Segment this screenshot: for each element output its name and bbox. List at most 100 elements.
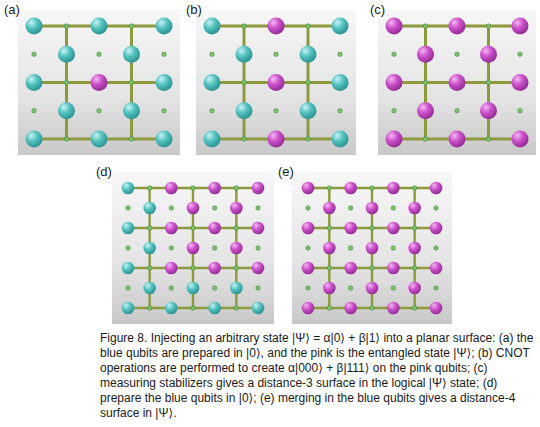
ancilla-dot (191, 306, 195, 310)
blue-qubit (236, 102, 253, 119)
ancilla-dot (64, 80, 68, 84)
blue-qubit (143, 282, 156, 295)
blue-qubit (122, 262, 135, 275)
panel-label: (a) (4, 2, 20, 17)
ancilla-dot (518, 109, 522, 113)
ancilla-dot (97, 109, 101, 113)
pink-qubit (366, 202, 379, 215)
pink-qubit (323, 202, 336, 215)
pink-qubit (208, 262, 221, 275)
pink-qubit (302, 182, 315, 195)
ancilla-dot (234, 186, 238, 190)
ancilla-dot (391, 246, 395, 250)
ancilla-dot (242, 80, 246, 84)
ancilla-dot (327, 186, 331, 190)
ancilla-dot (242, 24, 246, 28)
ancilla-dot (391, 206, 395, 210)
pink-qubit (430, 302, 443, 315)
blue-qubit (208, 302, 221, 315)
pink-qubit (430, 182, 443, 195)
pink-qubit (187, 242, 200, 255)
ancilla-dot (169, 286, 173, 290)
ancilla-dot (274, 109, 278, 113)
surface-panel (18, 10, 180, 155)
ancilla-dot (434, 246, 438, 250)
ancilla-dot (32, 52, 36, 56)
ancilla-dot (306, 80, 310, 84)
ancilla-dot (348, 246, 352, 250)
pink-qubit (430, 222, 443, 235)
blue-qubit (122, 222, 135, 235)
ancilla-dot (370, 306, 374, 310)
panel-background (378, 10, 536, 155)
pink-qubit (344, 302, 357, 315)
ancilla-dot (327, 226, 331, 230)
ancilla-dot (370, 186, 374, 190)
pink-qubit (386, 131, 403, 148)
ancilla-dot (423, 137, 427, 141)
blue-qubit (204, 18, 221, 35)
blue-qubit (156, 131, 173, 148)
pink-qubit (91, 74, 108, 91)
pink-qubit (268, 131, 285, 148)
pink-qubit (268, 74, 285, 91)
ancilla-dot (162, 52, 166, 56)
blue-qubit (26, 74, 43, 91)
blue-qubit (91, 18, 108, 35)
blue-qubit (236, 46, 253, 63)
lattice-line (424, 26, 427, 139)
ancilla-dot (412, 186, 416, 190)
ancilla-dot (327, 266, 331, 270)
pink-qubit (480, 102, 497, 119)
pink-qubit (512, 74, 529, 91)
surface-panel (378, 10, 536, 155)
ancilla-dot (412, 266, 416, 270)
panel-background (196, 10, 356, 155)
blue-qubit (332, 74, 349, 91)
lattice-line (307, 26, 310, 139)
blue-qubit (58, 46, 75, 63)
ancilla-dot (370, 226, 374, 230)
lattice-line (308, 187, 436, 189)
pink-qubit (252, 222, 265, 235)
ancilla-dot (338, 52, 342, 56)
blue-qubit (165, 302, 178, 315)
ancilla-dot (391, 286, 395, 290)
pink-qubit (408, 242, 421, 255)
pink-qubit (408, 202, 421, 215)
lattice-line (130, 26, 133, 139)
ancilla-dot (212, 286, 216, 290)
ancilla-dot (434, 206, 438, 210)
ancilla-dot (256, 286, 260, 290)
pink-qubit (386, 18, 403, 35)
pink-qubit (302, 222, 315, 235)
pink-qubit (430, 262, 443, 275)
ancilla-dot (147, 306, 151, 310)
panel-label: (e) (278, 164, 294, 179)
ancilla-dot (306, 286, 310, 290)
pink-qubit (512, 18, 529, 35)
blue-qubit (26, 131, 43, 148)
panel-label: (d) (96, 164, 112, 179)
ancilla-dot (434, 286, 438, 290)
panel-background (112, 172, 274, 324)
ancilla-dot (129, 137, 133, 141)
pink-qubit (230, 242, 243, 255)
lattice-line (128, 187, 258, 189)
ancilla-dot (242, 137, 246, 141)
pink-qubit (230, 202, 243, 215)
blue-qubit (332, 131, 349, 148)
blue-qubit (123, 102, 140, 119)
ancilla-dot (274, 52, 278, 56)
ancilla-dot (191, 186, 195, 190)
pink-qubit (512, 131, 529, 148)
ancilla-dot (64, 137, 68, 141)
ancilla-dot (486, 24, 490, 28)
lattice-line (308, 227, 436, 229)
blue-qubit (156, 18, 173, 35)
ancilla-dot (32, 109, 36, 113)
ancilla-dot (423, 24, 427, 28)
blue-qubit (26, 18, 43, 35)
ancilla-dot (162, 109, 166, 113)
blue-qubit (300, 46, 317, 63)
